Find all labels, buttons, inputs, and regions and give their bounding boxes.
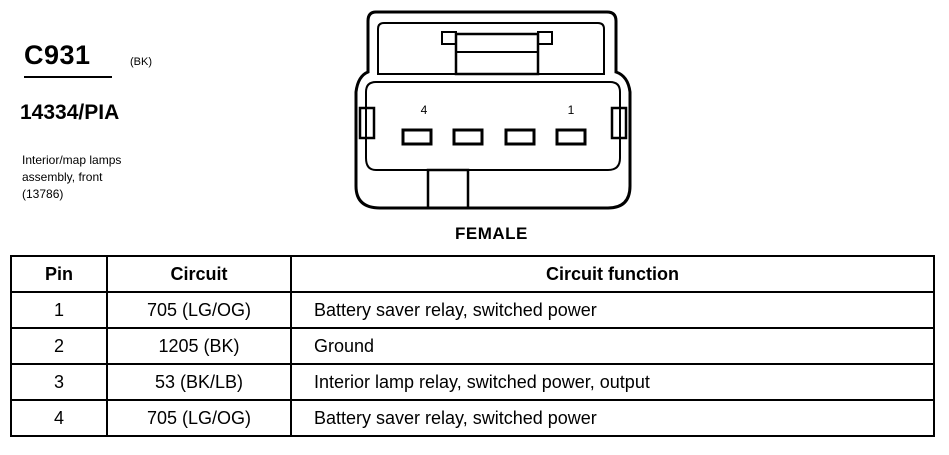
table-row: 2 1205 (BK) Ground [10, 327, 935, 365]
description-line: (13786) [22, 187, 64, 201]
cell-pin: 2 [10, 327, 108, 365]
pin-cavity [452, 128, 484, 146]
cell-pin: 1 [10, 291, 108, 329]
connector-id-underline [24, 76, 112, 78]
pin-cavity [504, 128, 536, 146]
table-row: 1 705 (LG/OG) Battery saver relay, switc… [10, 291, 935, 329]
connector-shell [354, 10, 632, 210]
lock-tab-nub-right [537, 31, 553, 45]
cell-function: Battery saver relay, switched power [290, 291, 935, 329]
header-circuit: Circuit [106, 255, 292, 293]
part-number: 14334/PIA [20, 101, 120, 124]
connector-inner-body [365, 81, 621, 171]
header-pin: Pin [10, 255, 108, 293]
pin-label-1: 1 [568, 103, 575, 117]
header-circuit-function: Circuit function [290, 255, 935, 293]
pin-cavity [401, 128, 433, 146]
side-latch-right [610, 106, 628, 140]
description-line: Interior/map lamps [22, 153, 122, 167]
cell-circuit: 705 (LG/OG) [106, 291, 292, 329]
lock-tab-nub-left [441, 31, 457, 45]
cell-function: Interior lamp relay, switched power, out… [290, 363, 935, 401]
cell-circuit: 53 (BK/LB) [106, 363, 292, 401]
cell-function: Battery saver relay, switched power [290, 399, 935, 437]
connector-face-diagram: 4 1 [354, 10, 632, 210]
connector-id: C931 [24, 40, 91, 70]
table-row: 3 53 (BK/LB) Interior lamp relay, switch… [10, 363, 935, 401]
table-row: 4 705 (LG/OG) Battery saver relay, switc… [10, 399, 935, 437]
pinout-table: Pin Circuit Circuit function 1 705 (LG/O… [10, 255, 935, 437]
connector-gender: FEMALE [455, 224, 528, 243]
side-latch-left [358, 106, 376, 140]
cell-pin: 3 [10, 363, 108, 401]
connector-color: (BK) [130, 56, 152, 68]
cell-circuit: 705 (LG/OG) [106, 399, 292, 437]
description-line: assembly, front [22, 170, 103, 184]
connector-inner-top [377, 22, 605, 75]
pin-label-4: 4 [421, 103, 428, 117]
cell-function: Ground [290, 327, 935, 365]
cell-pin: 4 [10, 399, 108, 437]
lock-tab [454, 32, 540, 76]
bottom-key [426, 168, 470, 210]
pin-cavity [555, 128, 587, 146]
table-header-row: Pin Circuit Circuit function [10, 255, 935, 293]
cell-circuit: 1205 (BK) [106, 327, 292, 365]
connector-description: Interior/map lamps assembly, front (1378… [22, 152, 192, 203]
